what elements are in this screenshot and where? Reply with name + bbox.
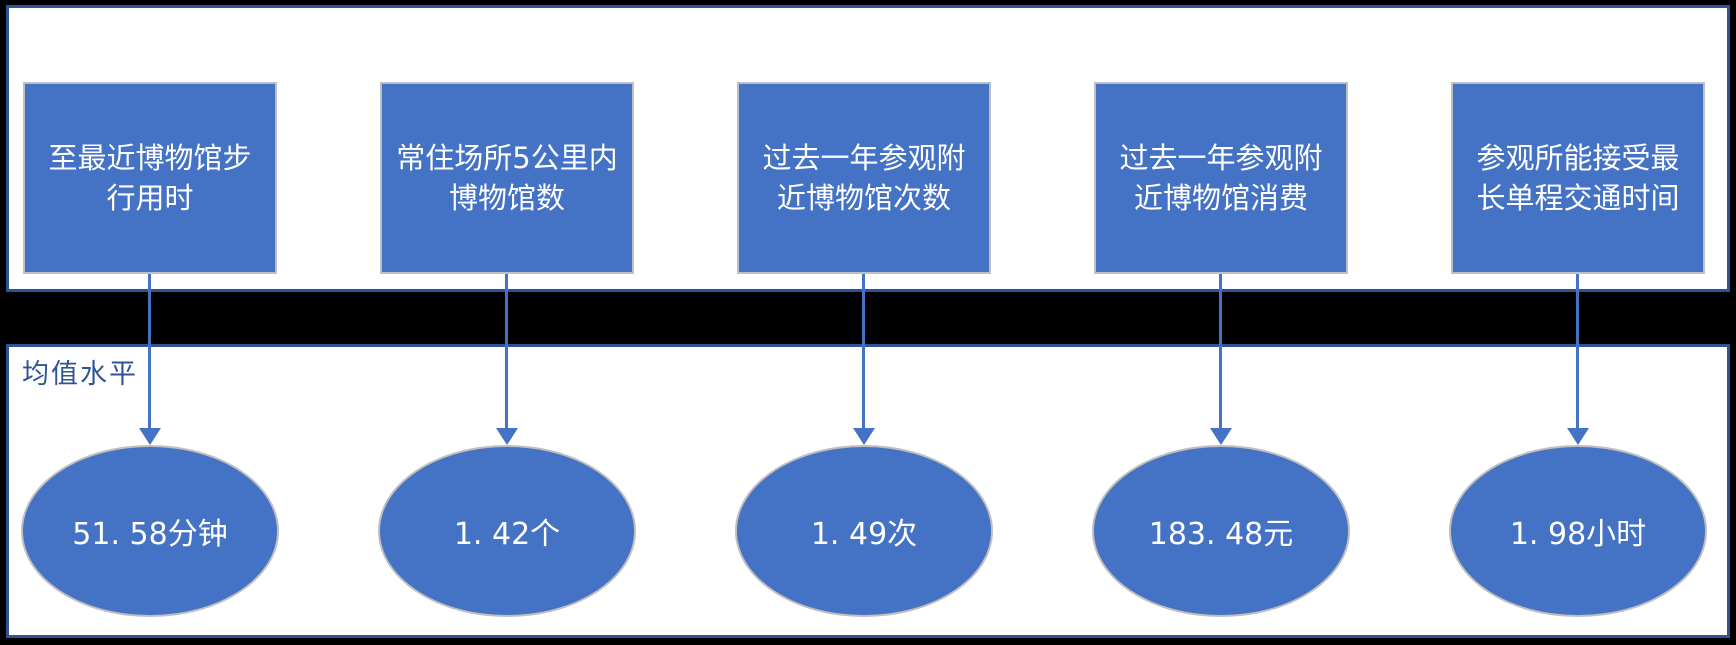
mean-value-ellipse-5: 1. 98小时: [1449, 445, 1707, 617]
down-arrow-line-1: [148, 274, 151, 428]
indicator-label-4: 过去一年参观附近博物馆消费: [1119, 140, 1323, 215]
down-arrow-line-2: [505, 274, 508, 428]
indicator-label-1: 至最近博物馆步行用时: [48, 140, 252, 215]
indicator-box-2: 常住场所5公里内博物馆数: [380, 82, 634, 274]
down-arrow-line-4: [1219, 274, 1222, 428]
diagram-column-1: 至最近博物馆步行用时 51. 58分钟: [21, 0, 279, 645]
mean-value-ellipse-3: 1. 49次: [735, 445, 993, 617]
mean-value-label-3: 1. 49次: [810, 517, 918, 552]
indicator-box-3: 过去一年参观附近博物馆次数: [737, 82, 991, 274]
down-arrow-line-5: [1576, 274, 1579, 428]
mean-level-label: 均值水平: [22, 359, 138, 390]
down-arrow-line-3: [862, 274, 865, 428]
indicator-label-2: 常住场所5公里内博物馆数: [396, 140, 618, 215]
mean-value-label-5: 1. 98小时: [1509, 517, 1647, 552]
down-arrow-head-4: [1210, 428, 1232, 445]
mean-value-label-1: 51. 58分钟: [72, 517, 228, 552]
mean-value-label-4: 183. 48元: [1148, 517, 1294, 552]
diagram-column-4: 过去一年参观附近博物馆消费 183. 48元: [1092, 0, 1350, 645]
down-arrow-head-5: [1567, 428, 1589, 445]
indicator-box-1: 至最近博物馆步行用时: [23, 82, 277, 274]
indicator-box-4: 过去一年参观附近博物馆消费: [1094, 82, 1348, 274]
down-arrow-head-1: [139, 428, 161, 445]
mean-value-ellipse-4: 183. 48元: [1092, 445, 1350, 617]
indicator-label-3: 过去一年参观附近博物馆次数: [762, 140, 966, 215]
diagram-column-3: 过去一年参观附近博物馆次数 1. 49次: [735, 0, 993, 645]
mean-value-ellipse-2: 1. 42个: [378, 445, 636, 617]
indicator-label-5: 参观所能接受最长单程交通时间: [1476, 140, 1680, 215]
diagram-column-5: 参观所能接受最长单程交通时间 1. 98小时: [1449, 0, 1707, 645]
mean-value-label-2: 1. 42个: [453, 517, 561, 552]
diagram-column-2: 常住场所5公里内博物馆数 1. 42个: [378, 0, 636, 645]
down-arrow-head-3: [853, 428, 875, 445]
indicator-box-5: 参观所能接受最长单程交通时间: [1451, 82, 1705, 274]
down-arrow-head-2: [496, 428, 518, 445]
mean-value-ellipse-1: 51. 58分钟: [21, 445, 279, 617]
